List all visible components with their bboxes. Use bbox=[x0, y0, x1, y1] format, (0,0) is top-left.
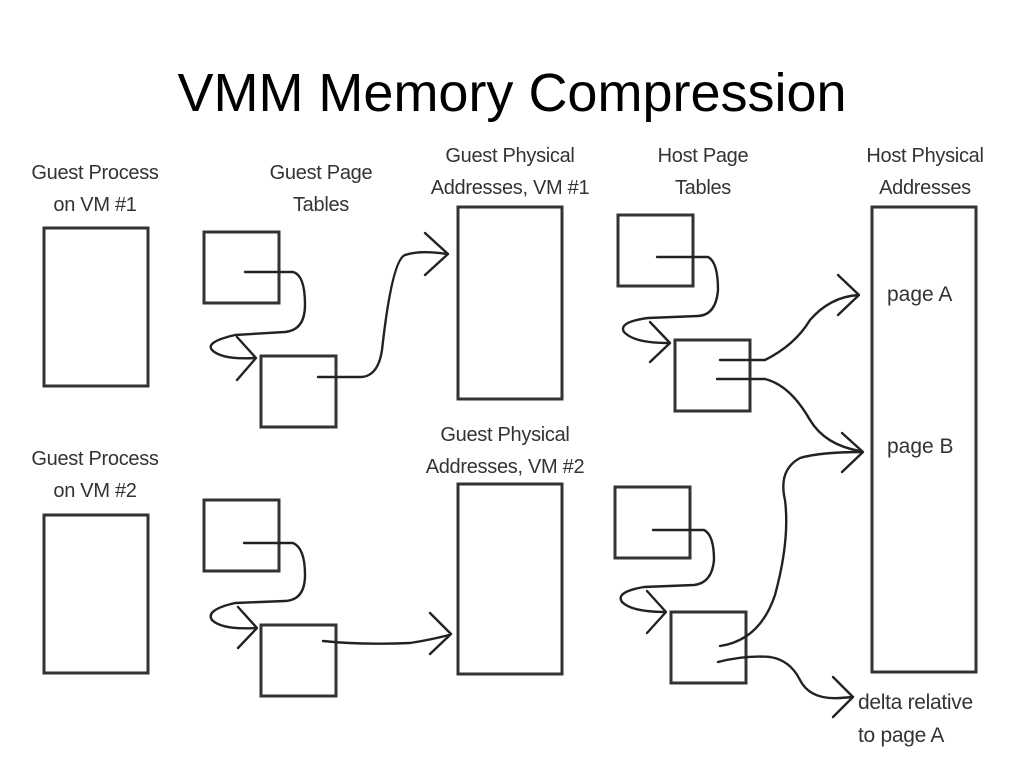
host-page-table-vm1-bottom bbox=[673, 338, 752, 413]
page-a-label: page A bbox=[887, 283, 953, 306]
arrow-head-page-a bbox=[836, 273, 861, 317]
host-page-table-vm2-top bbox=[613, 485, 692, 560]
delta-label: delta relative to page A bbox=[858, 691, 973, 747]
label-host-physical: Host Physical Addresses bbox=[866, 145, 984, 199]
wire-gpt1-top-to-bottom bbox=[209, 270, 307, 360]
wire-hpt1-to-page-a bbox=[718, 293, 860, 362]
wire-gpt2-to-gpa2 bbox=[321, 633, 451, 645]
arrow-head-gpa2 bbox=[428, 611, 453, 656]
guest-physical-vm2-box bbox=[456, 482, 564, 676]
label-guest-process-vm1: Guest Process on VM #1 bbox=[31, 162, 159, 216]
host-page-table-vm1-top bbox=[616, 213, 695, 288]
guest-process-vm2-box bbox=[42, 513, 150, 675]
slide-title: VMM Memory Compression bbox=[177, 63, 847, 123]
page-b-label: page B bbox=[887, 435, 954, 458]
wire-gpt1-to-gpa1 bbox=[316, 251, 449, 379]
guest-page-table-vm1-bottom bbox=[259, 354, 338, 429]
wire-hpt1-to-page-b bbox=[715, 377, 862, 453]
guest-process-vm1-box bbox=[42, 226, 150, 388]
label-guest-physical-vm2: Guest Physical Addresses, VM #2 bbox=[425, 424, 585, 478]
label-host-page-tables: Host Page Tables bbox=[657, 145, 749, 199]
label-guest-page-tables: Guest Page Tables bbox=[269, 162, 373, 216]
guest-page-table-vm1-top bbox=[202, 230, 281, 305]
guest-page-table-vm2-bottom bbox=[259, 623, 338, 698]
arrow-head-hpt1 bbox=[648, 320, 672, 364]
arrow-head-gpt1 bbox=[235, 335, 258, 382]
label-guest-physical-vm1: Guest Physical Addresses, VM #1 bbox=[430, 145, 590, 199]
wire-hpt2-to-page-b bbox=[718, 450, 864, 648]
wire-hpt2-to-delta bbox=[716, 655, 855, 700]
host-page-table-vm2-bottom bbox=[669, 610, 748, 685]
host-physical-box bbox=[870, 205, 978, 674]
arrow-head-hpt2 bbox=[645, 589, 668, 635]
label-guest-process-vm2: Guest Process on VM #2 bbox=[31, 448, 159, 502]
guest-physical-vm1-box bbox=[456, 205, 564, 401]
wire-hpt1-top-to-bottom bbox=[621, 255, 720, 345]
wire-hpt2-top-to-bottom bbox=[619, 528, 716, 614]
arrow-head-delta bbox=[831, 675, 855, 719]
guest-page-table-vm2-top bbox=[202, 498, 281, 573]
arrow-head-gpt2 bbox=[236, 605, 259, 650]
wire-gpt2-top-to-bottom bbox=[209, 541, 307, 630]
arrow-head-gpa1 bbox=[423, 231, 450, 277]
